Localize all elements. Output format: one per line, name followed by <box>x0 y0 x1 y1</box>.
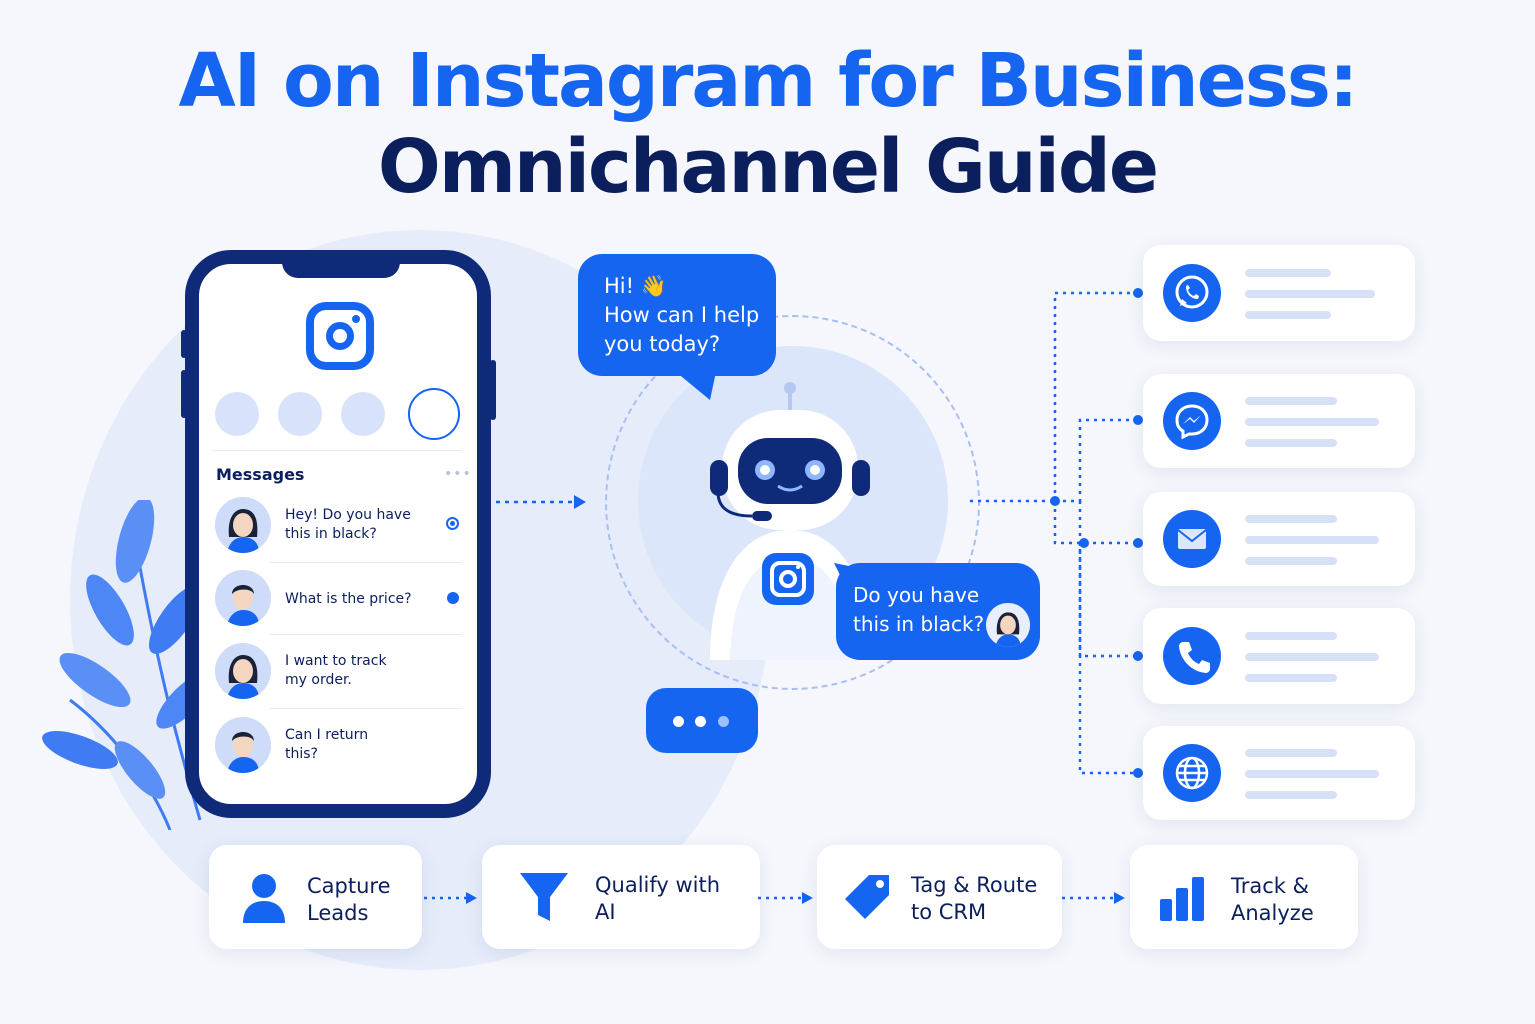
page-title: AI on Instagram for Business: <box>178 38 1358 124</box>
message-text: Hey! Do you have <box>285 507 411 523</box>
message-row[interactable]: Can I return this? <box>212 712 462 782</box>
message-text: I want to track <box>285 653 387 669</box>
customer-question-bubble: Do you have this in black? <box>836 563 1040 660</box>
step-label: Track & <box>1231 874 1310 898</box>
step-label: to CRM <box>911 900 987 924</box>
instagram-icon <box>762 553 814 605</box>
step-label: Analyze <box>1231 901 1314 925</box>
step-label: Leads <box>307 901 369 925</box>
phone-icon <box>1163 627 1221 685</box>
whatsapp-icon <box>1163 264 1221 322</box>
phone-side-button <box>181 370 187 418</box>
story-circle[interactable] <box>341 392 385 436</box>
instagram-icon <box>306 302 374 370</box>
woman-avatar <box>215 497 271 553</box>
step-qualify-ai[interactable]: Qualify with AI <box>482 845 760 949</box>
message-text: Can I return <box>285 727 369 743</box>
step-tag-route-crm[interactable]: Tag & Route to CRM <box>817 845 1062 949</box>
message-row[interactable]: I want to track my order. <box>212 638 462 708</box>
robot-icon <box>710 382 870 660</box>
channel-connectors <box>970 288 1143 778</box>
phone-power-button <box>490 360 496 420</box>
step-label: Tag & Route <box>911 873 1038 897</box>
typing-indicator <box>646 688 758 753</box>
phone-notch <box>282 250 400 278</box>
message-text: this? <box>285 746 318 762</box>
step-track-analyze[interactable]: Track & Analyze <box>1130 845 1358 949</box>
bot-orbit <box>605 315 980 690</box>
arrow-connector <box>424 892 477 904</box>
bubble-text: you today? <box>604 332 721 356</box>
divider <box>212 450 462 451</box>
message-text: this in black? <box>285 526 377 542</box>
funnel-icon <box>520 873 568 921</box>
divider <box>270 562 462 563</box>
woman-avatar <box>986 603 1030 647</box>
more-icon[interactable]: ••• <box>444 466 472 482</box>
globe-icon <box>1163 744 1221 802</box>
messenger-icon <box>1163 392 1221 450</box>
bubble-text: Do you have <box>853 583 980 607</box>
bubble-text: Hi! 👋 <box>604 274 667 298</box>
divider <box>270 634 462 635</box>
arrow-connector <box>1062 892 1125 904</box>
unread-indicator <box>447 592 459 604</box>
message-text: my order. <box>285 672 352 688</box>
step-label: Qualify with <box>595 873 721 897</box>
message-row[interactable]: Hey! Do you have this in black? <box>212 492 462 562</box>
leaves-decoration <box>42 500 214 830</box>
email-icon <box>1163 510 1221 568</box>
arrow-connector <box>496 495 586 509</box>
phone-side-button <box>181 330 187 358</box>
arrow-connector <box>758 892 813 904</box>
channel-card-whatsapp[interactable] <box>1143 245 1415 341</box>
step-label: Capture <box>307 874 391 898</box>
user-icon <box>243 874 285 923</box>
message-row[interactable]: What is the price? <box>212 566 462 632</box>
bar-chart-icon <box>1160 877 1204 921</box>
bubble-text: this in black? <box>853 612 985 636</box>
step-capture-leads[interactable]: Capture Leads <box>209 845 422 949</box>
bubble-tail <box>676 372 716 400</box>
bot-greeting-bubble: Hi! 👋 How can I help you today? <box>578 254 776 376</box>
divider <box>270 708 462 709</box>
channel-card-email[interactable] <box>1143 492 1415 586</box>
message-text: What is the price? <box>285 591 412 607</box>
man-avatar <box>215 717 271 773</box>
channel-card-messenger[interactable] <box>1143 374 1415 468</box>
man-avatar <box>215 570 271 626</box>
story-circle-active[interactable] <box>408 388 460 440</box>
woman-avatar <box>215 643 271 699</box>
tag-icon <box>845 875 889 919</box>
story-circle[interactable] <box>215 392 259 436</box>
bubble-text: How can I help <box>604 303 760 327</box>
step-label: AI <box>595 900 616 924</box>
page-subtitle: Omnichannel Guide <box>377 124 1159 210</box>
channel-card-web[interactable] <box>1143 726 1415 820</box>
story-circle[interactable] <box>278 392 322 436</box>
messages-header: Messages <box>216 465 305 484</box>
channel-card-phone[interactable] <box>1143 608 1415 704</box>
unread-indicator <box>446 517 459 530</box>
